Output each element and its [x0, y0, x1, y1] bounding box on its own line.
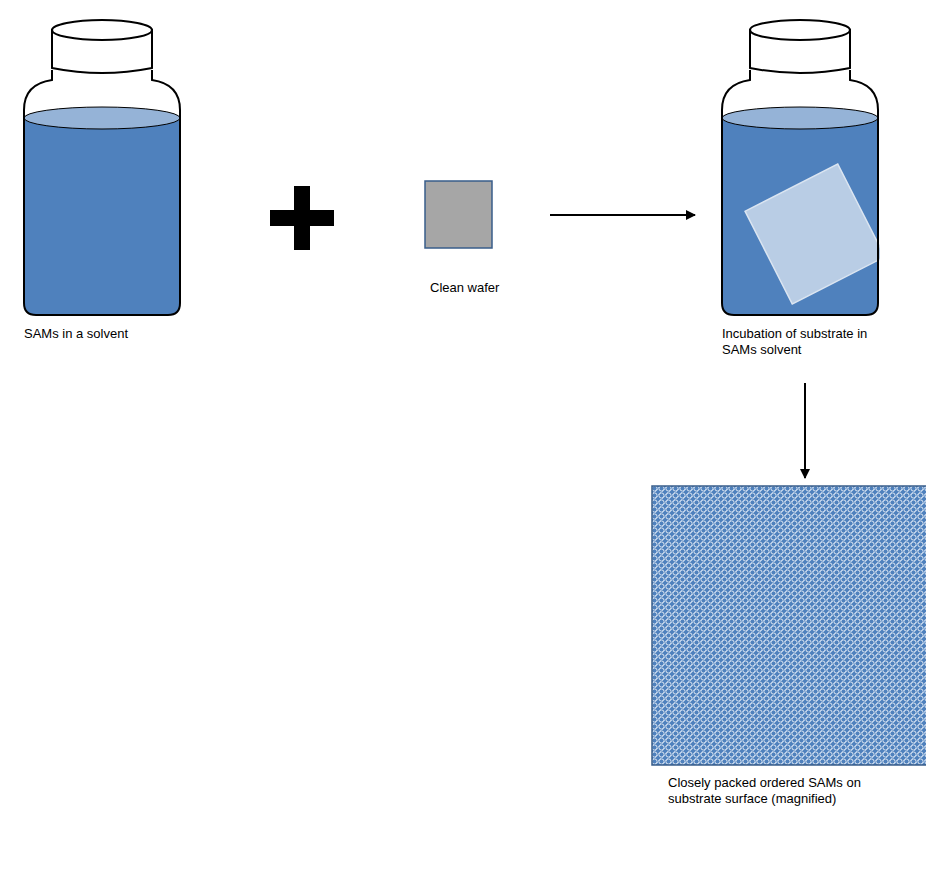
jar-lid-top: [750, 20, 850, 40]
wafer-square: [425, 181, 492, 248]
plus-sign: [270, 186, 334, 250]
jar-body: [722, 70, 878, 315]
node-shape: [22, 18, 182, 318]
node-label: Incubation of substrate in SAMs solvent: [722, 326, 902, 358]
immersed-wafer: [745, 164, 880, 304]
liquid-surface: [722, 107, 878, 129]
solvent-liquid: [24, 118, 180, 315]
incubation-jar: Incubation of substrate in SAMs solvent: [720, 18, 910, 358]
jar-lid-top: [52, 20, 152, 40]
magnified-surface: Closely packed ordered SAMs on substrate…: [651, 485, 926, 807]
node-label: SAMs in a solvent: [24, 326, 194, 342]
node-shape: [720, 18, 880, 318]
node-shape: [424, 180, 494, 250]
node-label: Closely packed ordered SAMs on substrate…: [668, 775, 888, 807]
process-arrow: [550, 214, 695, 216]
solvent-jar: SAMs in a solvent: [22, 18, 197, 342]
sam-surface: [652, 486, 926, 765]
wafer-node: Clean wafer: [424, 180, 524, 296]
node-label: Clean wafer: [430, 280, 524, 296]
node-shape: [651, 485, 926, 766]
liquid-surface: [24, 107, 180, 129]
jar-body: [24, 70, 180, 315]
process-arrow: [804, 383, 806, 478]
